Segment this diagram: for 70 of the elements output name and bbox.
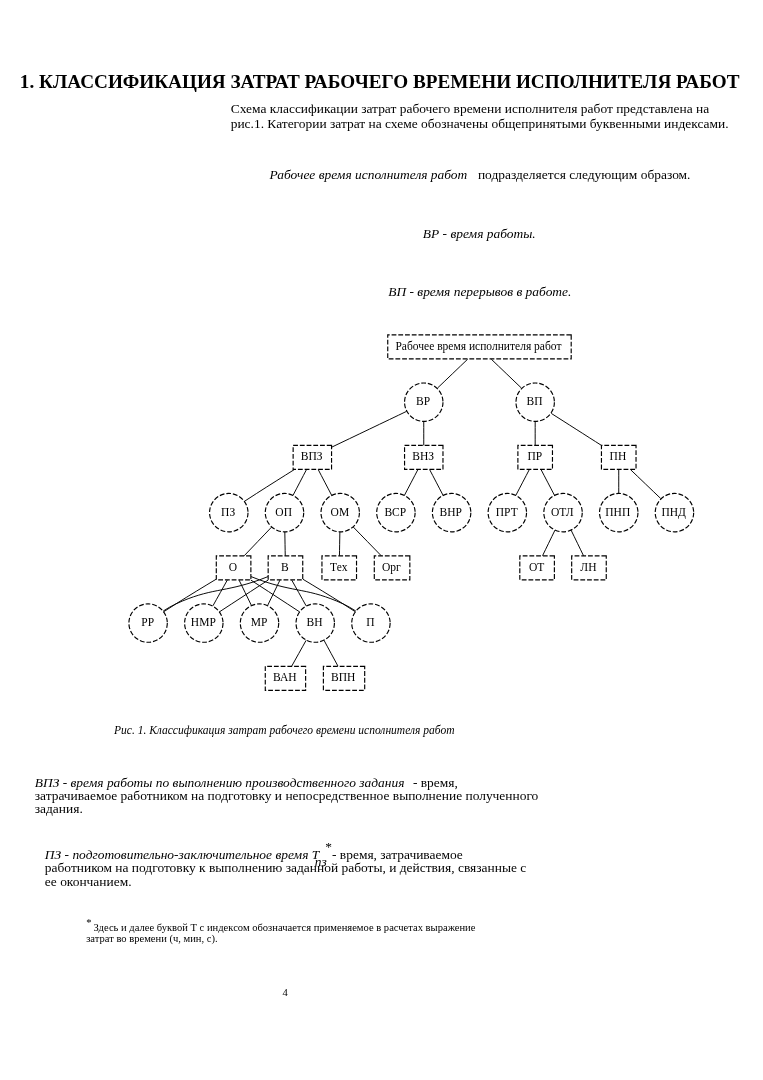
node-box: ВПН [322,665,366,691]
node-box: Орг [373,555,411,581]
node-circle: П [351,603,391,643]
label: ВПЗ - время работы по выполнению производственного задания - время, затрачиваемое работником на подготовку и непосредственное выполнение полученного задания. [34,774,539,817]
node-circle: ОП [264,492,305,533]
node-circle: ВСР [376,492,416,533]
node-circle: ПРТ [487,492,528,533]
connector [317,469,333,496]
node-box: О [215,555,252,581]
connector [250,576,357,612]
node-circle: ПЗ [209,492,249,533]
connector [490,358,522,389]
node-circle: ВН [295,603,335,643]
node-circle: МР [239,603,280,643]
connector [267,579,281,606]
connector [550,412,602,446]
node-box: Тех [321,555,358,581]
node-circle: ВР [403,382,444,422]
connector [338,531,341,557]
connector [291,579,307,607]
node-box: ЛН [571,555,607,581]
connector [243,526,273,557]
connector [331,410,408,448]
connector [630,469,662,499]
node-box: В [267,555,304,581]
label: Схема классификации затрат рабочего времени исполнителя работ представлена на рис.1. Категории затрат на схеме обозначены общепринятыми буквенными индексами. [230,101,729,131]
connector [291,639,307,667]
connector [323,639,339,667]
connector [403,469,419,496]
connector [302,578,356,613]
node-box: ОТ [519,555,555,581]
node-circle: ВНР [431,492,472,533]
node-circle: ОМ [320,492,360,533]
connector [423,421,425,446]
node-circle: ПНД [654,492,695,533]
connector [218,579,269,613]
connector [542,529,556,557]
label: Рабочее время исполнителя работ подразделяется следующим образом. [269,167,691,183]
connector [250,579,301,613]
diagram-title: 1. КЛАССИФИКАЦИЯ ЗАТРАТ РАБОЧЕГО ВРЕМЕНИ ИСПОЛНИТЕЛЯ РАБОТ [19,71,740,93]
connector [163,578,217,613]
caption: Рис. 1. Классификация затрат рабочего времени исполнителя работ [114,723,455,736]
connector [238,579,252,606]
connector [534,421,536,446]
node-circle: ОТЛ [543,492,583,533]
connector [352,526,382,557]
connector [570,529,584,557]
connector [284,531,286,557]
connector [212,579,228,607]
label: 4 [282,986,288,998]
connector [429,469,444,496]
node-box: ВАН [264,665,307,691]
node-box: ВПЗ [292,444,333,470]
label: ВП - время перерывов в работе. [388,284,572,300]
node-circle: РР [128,603,168,643]
connector [437,358,469,389]
connector [243,469,295,502]
connector [540,469,555,496]
node-box: ВНЗ [403,444,444,470]
label: ВР - время работы. [422,225,536,241]
node-circle: ВП [515,382,555,422]
connector [292,469,307,496]
connector [618,469,620,494]
node-circle: НМР [184,603,224,643]
connector [162,576,269,612]
node-box: ПН [600,444,637,470]
connector [515,469,530,496]
node-circle: ПНП [598,492,639,533]
node-box: ПР [517,444,554,470]
node-box: Рабочее время исполнителя работ [387,334,572,360]
